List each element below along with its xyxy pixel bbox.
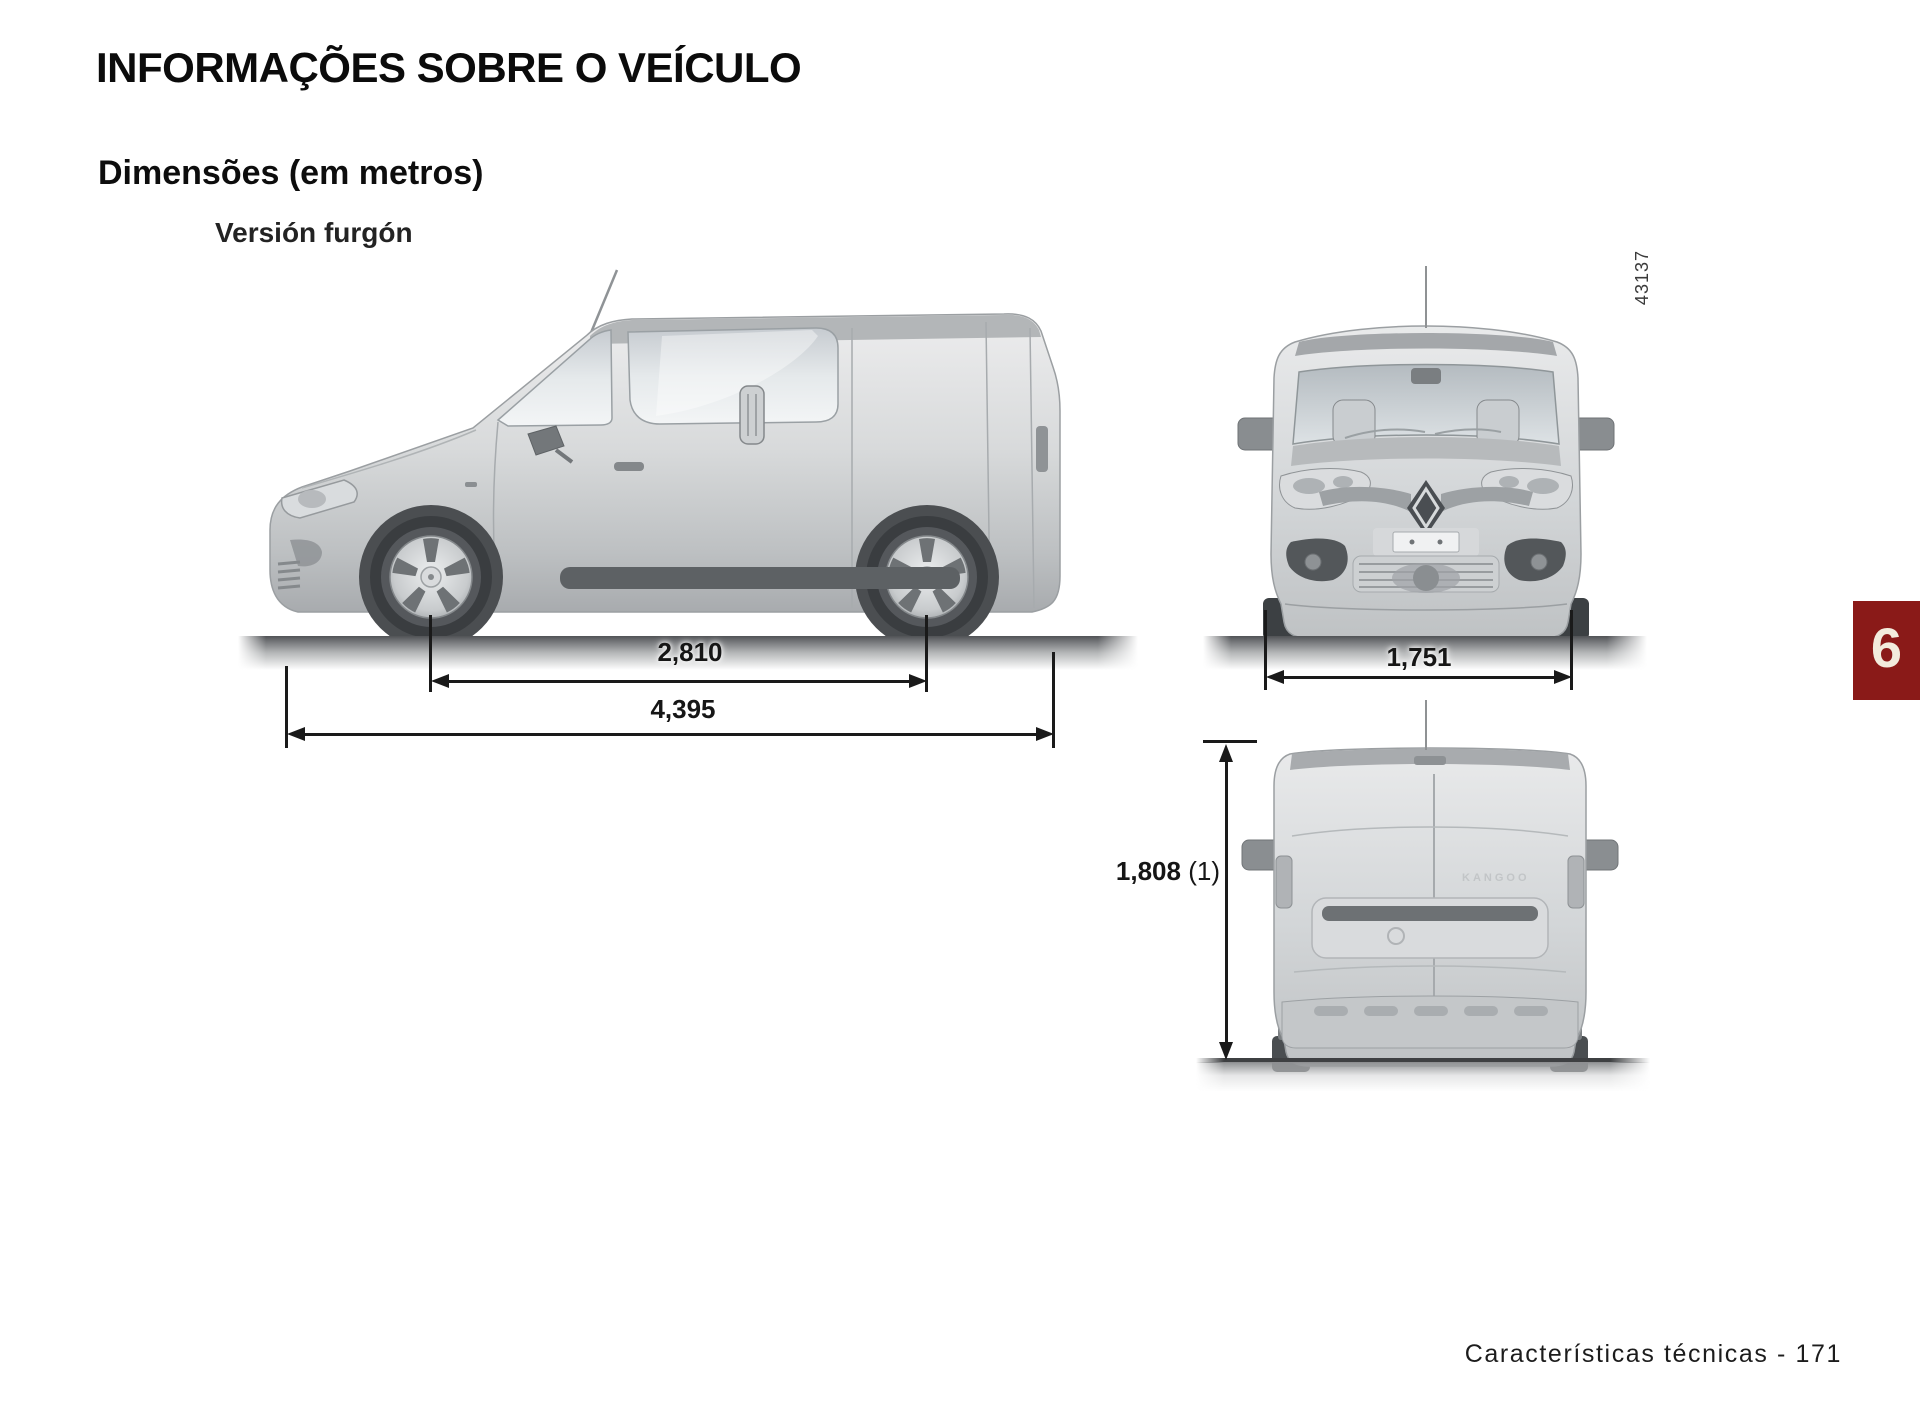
- wheelbase-label: 2,810: [657, 637, 723, 667]
- section-heading: Dimensões (em metros): [98, 154, 484, 192]
- left-taillight: [1275, 855, 1293, 909]
- front-view-centerline: [1425, 266, 1427, 328]
- width-line: [1282, 676, 1556, 679]
- chapter-tab: 6: [1853, 601, 1920, 700]
- arrowhead-right-icon: [1036, 727, 1054, 741]
- interior-mirror: [1411, 368, 1441, 384]
- figure-code: 43137: [1632, 250, 1652, 306]
- sliding-door-handle: [739, 385, 765, 445]
- side-mirror: [527, 425, 565, 456]
- side-molding: [560, 567, 960, 589]
- arrowhead-left-icon: [1266, 670, 1284, 684]
- rear-wheel-reference-line: [925, 615, 928, 692]
- height-note: (1): [1188, 856, 1220, 886]
- rear-view-ground-shadow: [1196, 1062, 1650, 1092]
- page-title: INFORMAÇÕES SOBRE O VEÍCULO: [96, 44, 802, 91]
- top-tick-line: [1203, 740, 1257, 743]
- windshield-side: [496, 329, 613, 427]
- rear-logo: [1387, 927, 1405, 945]
- chapter-number: 6: [1870, 615, 1903, 679]
- arrowhead-down-icon: [1219, 1042, 1233, 1060]
- left-extension-line: [1264, 610, 1267, 690]
- rear-view-illustration: [1241, 747, 1619, 1072]
- height-line: [1225, 756, 1228, 1050]
- door-window: [627, 327, 839, 425]
- rear-view-ground-line: [1196, 1058, 1650, 1063]
- front-wheel-reference-line: [429, 615, 432, 692]
- length-line: [303, 733, 1038, 736]
- side-view-illustration: [269, 269, 1061, 644]
- rear-view-centerline: [1425, 700, 1427, 750]
- front-view-ground: [1203, 636, 1647, 670]
- door-handle: [614, 462, 644, 471]
- side-view-ground: [238, 636, 1138, 670]
- right-taillight: [1567, 855, 1585, 909]
- page-footer: Características técnicas - 171: [1464, 1340, 1842, 1368]
- variant-heading: Versión furgón: [215, 217, 413, 248]
- arrowhead-right-icon: [1554, 670, 1572, 684]
- height-label: 1,808 (1): [1060, 856, 1220, 887]
- taillight-side: [1036, 426, 1048, 472]
- arrowhead-up-icon: [1219, 744, 1233, 762]
- front-grille-slats: [277, 560, 301, 590]
- arrowhead-left-icon: [431, 674, 449, 688]
- arrowhead-right-icon: [909, 674, 927, 688]
- model-badge: KANGOO: [1462, 872, 1530, 884]
- third-brake-light: [1414, 756, 1446, 765]
- height-value: 1,808: [1115, 856, 1181, 886]
- rear-extension-line: [1052, 652, 1055, 748]
- arrowhead-left-icon: [287, 727, 305, 741]
- license-plate-mount: [1392, 531, 1460, 553]
- length-label: 4,395: [650, 694, 716, 724]
- front-view-illustration: [1237, 325, 1615, 640]
- right-extension-line: [1570, 610, 1573, 690]
- front-extension-line: [285, 666, 288, 748]
- wheelbase-line: [447, 680, 911, 683]
- renault-diamond-logo: [1407, 480, 1445, 536]
- rear-handle-strip: [1322, 906, 1538, 921]
- width-label: 1,751: [1386, 642, 1452, 672]
- rear-bumper: [1281, 995, 1579, 1049]
